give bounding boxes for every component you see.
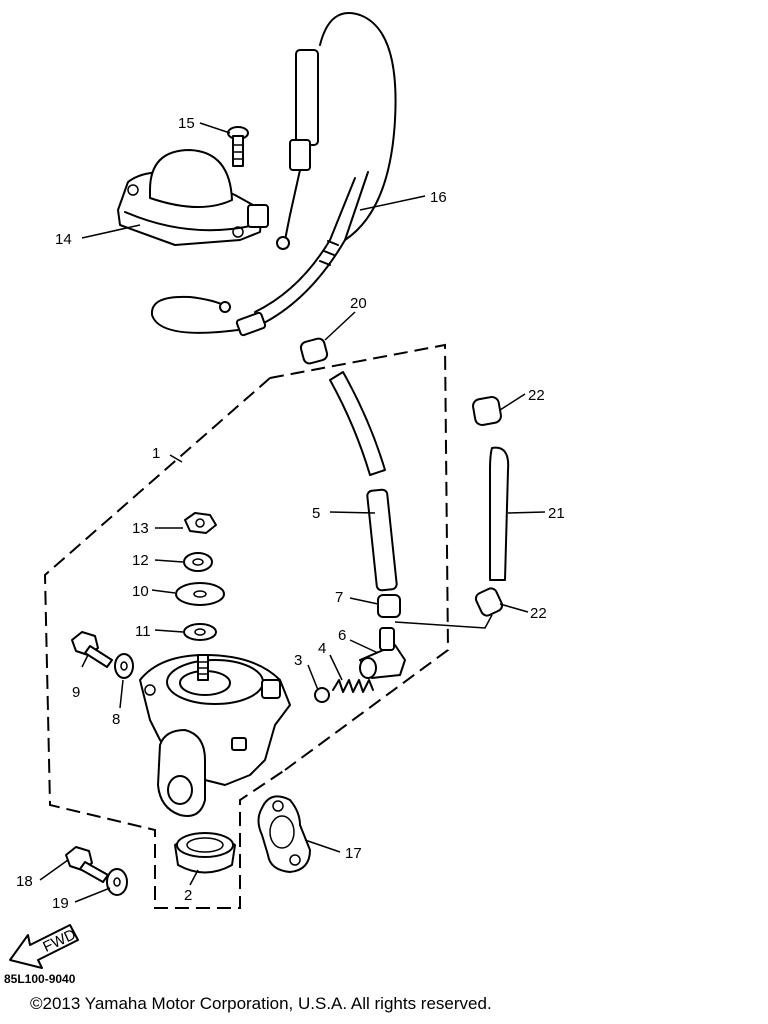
callout-20: 20	[350, 295, 367, 312]
callout-18: 18	[16, 873, 33, 890]
screw-15	[227, 126, 249, 167]
washer-10	[175, 582, 225, 606]
washer-12	[183, 552, 213, 572]
hose-upper	[329, 371, 386, 476]
callout-22-top: 22	[528, 387, 545, 404]
callout-22-bottom: 22	[530, 605, 547, 622]
callout-21: 21	[548, 505, 565, 522]
leader-lines	[39, 122, 546, 903]
cable-assembly	[150, 12, 397, 337]
callout-4: 4	[318, 640, 326, 657]
callout-7: 7	[335, 589, 343, 606]
callout-14: 14	[55, 231, 72, 248]
callout-3: 3	[294, 652, 302, 669]
callout-9: 9	[72, 684, 80, 701]
callout-11: 11	[135, 623, 151, 640]
callout-1: 1	[152, 445, 160, 462]
spring-4	[332, 679, 374, 693]
cap-22-top	[472, 396, 502, 426]
cap-20	[299, 337, 329, 365]
fwd-arrow-icon: FWD	[9, 924, 79, 969]
ball-3	[314, 687, 330, 703]
hose-5	[366, 488, 398, 592]
hose-21	[489, 446, 510, 581]
callout-8: 8	[112, 711, 120, 728]
callout-12: 12	[132, 552, 149, 569]
callout-15: 15	[178, 115, 195, 132]
bolt-9	[71, 631, 113, 668]
seal-2	[174, 832, 236, 874]
callout-10: 10	[132, 583, 149, 600]
callout-16: 16	[430, 189, 447, 206]
washer-11	[183, 623, 217, 641]
copyright-notice: ©2013 Yamaha Motor Corporation, U.S.A. A…	[30, 994, 492, 1013]
connection-line	[394, 614, 493, 629]
callout-13: 13	[132, 520, 149, 537]
pump-body	[139, 654, 291, 817]
clip-7	[377, 594, 401, 618]
fitting-6	[359, 627, 406, 679]
assembly-boundary	[43, 343, 450, 909]
bolt-18	[65, 846, 109, 883]
callout-19: 19	[52, 895, 69, 912]
clip-22-bottom	[474, 587, 504, 617]
washer-19	[106, 868, 128, 896]
washer-8	[114, 653, 134, 679]
cover	[117, 149, 269, 246]
nut-13	[184, 512, 217, 534]
callout-5: 5	[312, 505, 320, 522]
callout-6: 6	[338, 627, 346, 644]
part-code: 85L100-9040	[4, 972, 76, 986]
callout-17: 17	[345, 845, 362, 862]
gasket-17	[257, 795, 311, 873]
callout-2: 2	[184, 887, 192, 904]
